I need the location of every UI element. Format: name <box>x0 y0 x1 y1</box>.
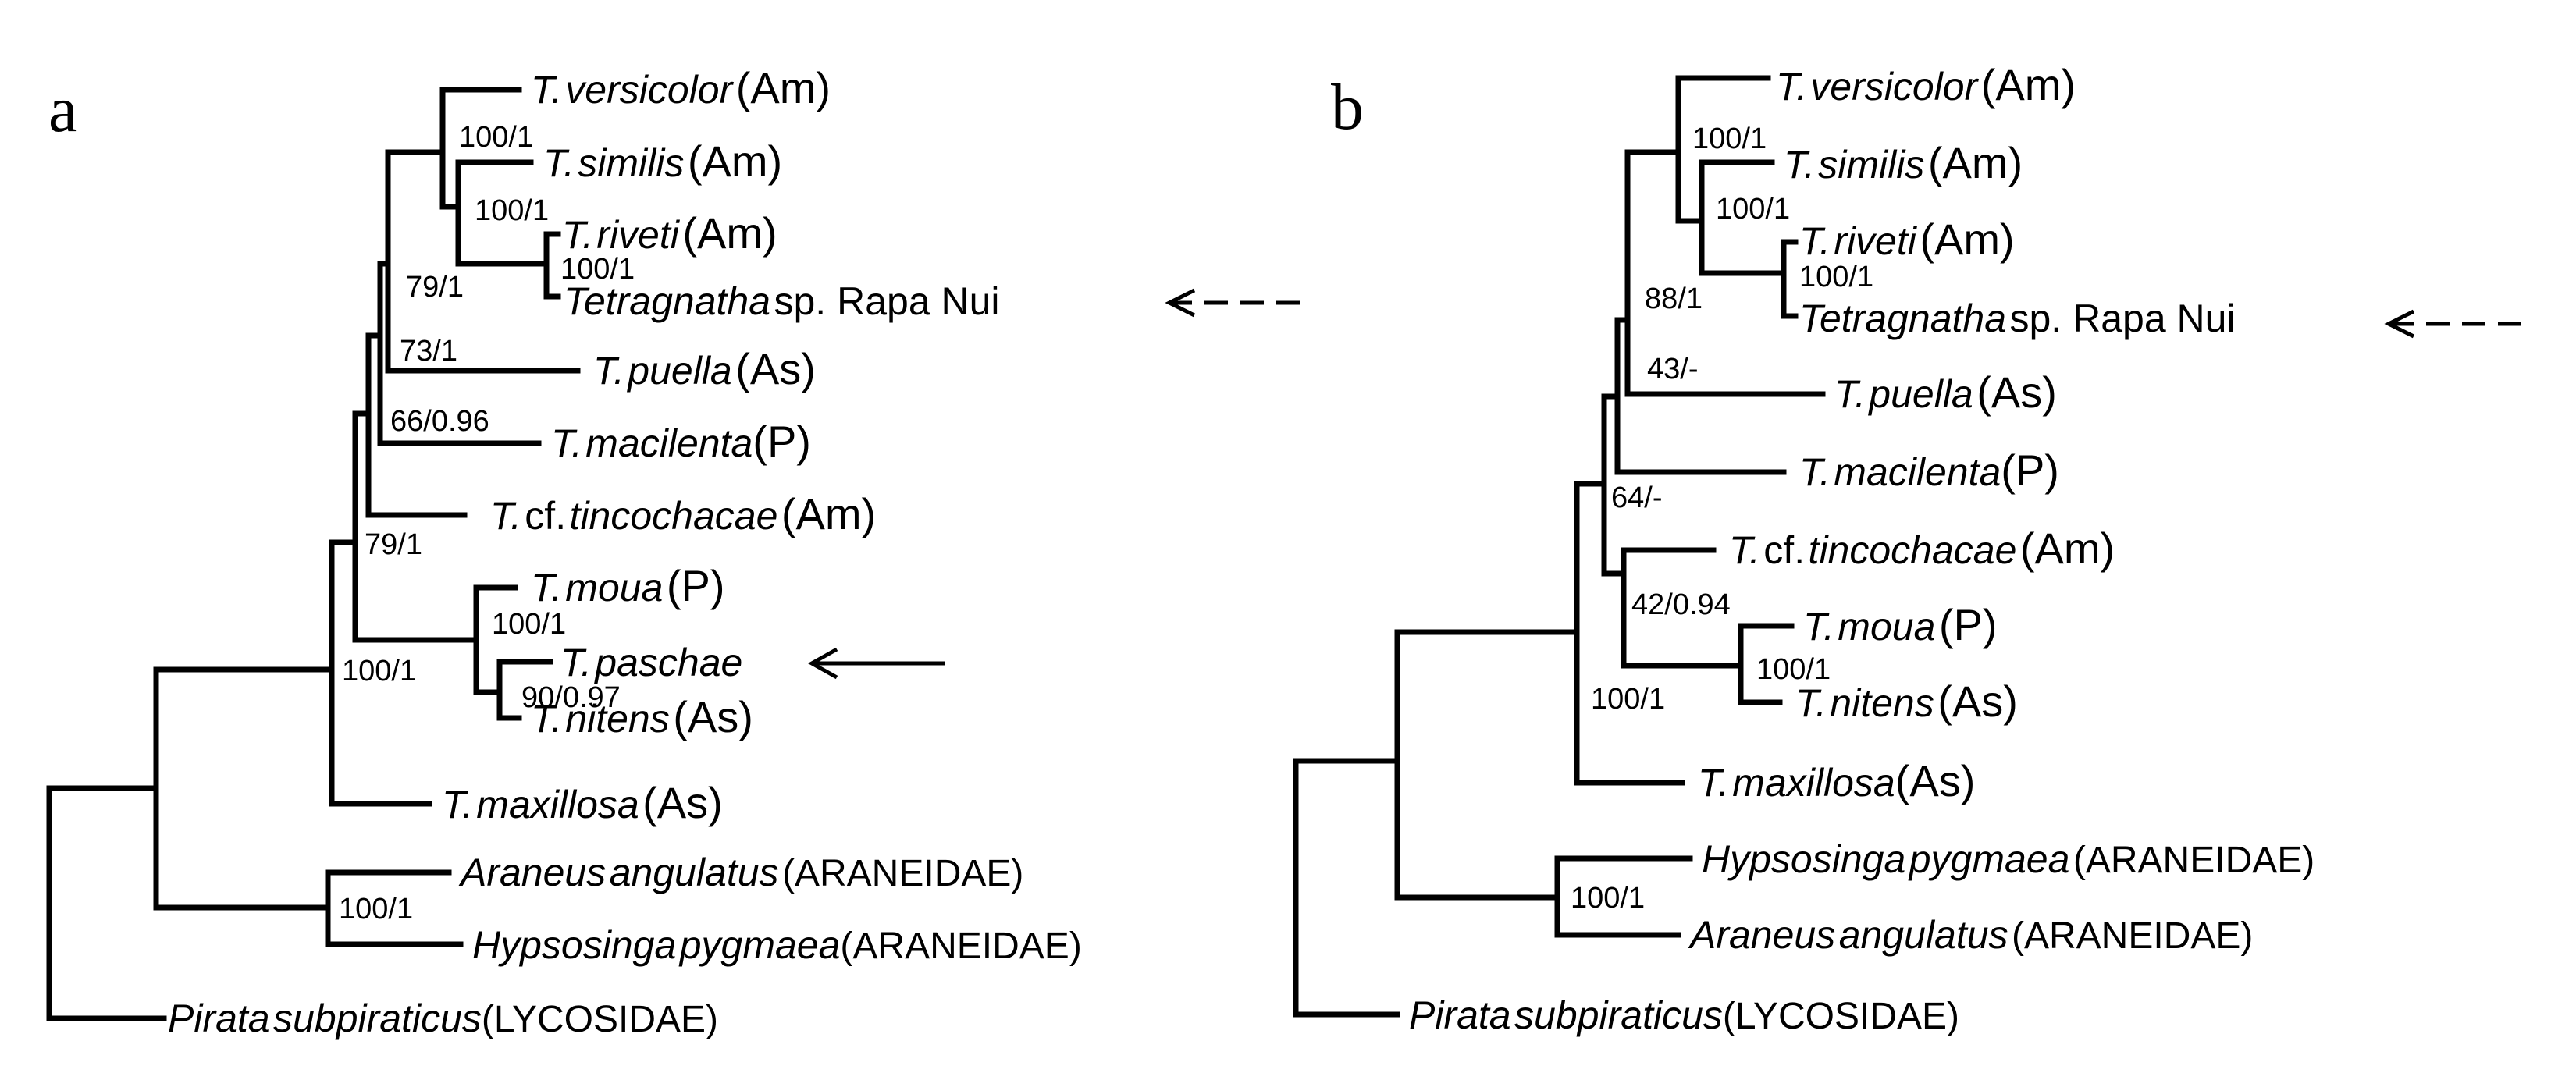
support-value: 88/1 <box>1645 282 1703 315</box>
support-value: 100/1 <box>492 608 566 641</box>
branch <box>1738 623 1795 705</box>
tip-label: Tetragnatha sp. Rapa Nui <box>1799 297 2236 340</box>
tip-label: Hypsosinga pygmaea(ARANEIDAE) <box>472 923 1082 967</box>
support-value: 73/1 <box>400 335 457 368</box>
branch <box>1574 481 1685 786</box>
panel-b-support-values: 100/1 100/1 100/1 88/1 43/- 64/- 42/0.94… <box>1571 123 1873 915</box>
tip-label: Tetragnatha sp. Rapa Nui <box>564 279 1000 323</box>
support-value: 100/1 <box>1716 193 1790 226</box>
branch <box>46 785 167 1021</box>
support-value: 43/- <box>1647 353 1698 385</box>
tip-label: T. riveti (Am) <box>1799 215 2015 264</box>
tip-label: T. riveti (Am) <box>562 208 777 258</box>
branch <box>473 584 518 695</box>
branch <box>1554 855 1693 938</box>
tip-label: T. macilenta(P) <box>551 417 811 466</box>
support-value: 64/- <box>1611 481 1662 514</box>
tip-label: T. cf. tincochacae (Am) <box>1729 524 2115 573</box>
tip-label: T. maxillosa(As) <box>1698 756 1975 805</box>
branch <box>1293 758 1400 1018</box>
branch <box>543 231 561 300</box>
tip-label: T. nitens (As) <box>531 692 753 741</box>
dashed-arrow-icon <box>1165 288 1300 318</box>
branch <box>352 410 479 643</box>
branch <box>1699 159 1787 276</box>
branch <box>153 666 335 911</box>
tip-label: T. macilenta(P) <box>1799 446 2059 495</box>
panel-b-label: b <box>1331 71 1364 144</box>
tip-label: T. versicolor (Am) <box>1776 60 2076 109</box>
tip-label: Pirata subpiraticus(LYCOSIDAE) <box>168 997 718 1040</box>
branch <box>325 869 464 947</box>
tip-label: T. paschae <box>560 641 742 684</box>
panel-a: a 100/1 100/1 100/1 79/1 73/1 <box>46 63 1300 1040</box>
support-value: 100/1 <box>1756 653 1831 686</box>
tip-label: T. cf. tincochacae (Am) <box>490 489 876 538</box>
panel-b: b 100/1 100/1 100/1 88/1 43/- 64/- 42/0.… <box>1293 60 2521 1037</box>
panel-a-tip-labels: T. versicolor (Am) T. similis (Am) T. ri… <box>168 63 1082 1040</box>
branch <box>329 539 432 807</box>
tip-label: Araneus angulatus (ARANEIDAE) <box>1688 913 2253 957</box>
panel-b-tip-labels: T. versicolor (Am) T. similis (Am) T. ri… <box>1409 60 2314 1037</box>
support-value: 100/1 <box>1799 261 1873 293</box>
branch <box>1675 75 1771 224</box>
support-value: 79/1 <box>406 271 464 304</box>
support-value: 100/1 <box>1692 123 1767 155</box>
panel-a-branches <box>46 87 581 1021</box>
support-value: 100/1 <box>342 655 416 688</box>
branch <box>1781 239 1799 319</box>
support-value: 100/1 <box>459 121 533 154</box>
tip-label: T. similis (Am) <box>543 137 782 186</box>
tip-label: Pirata subpiraticus(LYCOSIDAE) <box>1409 993 1959 1037</box>
support-value: 90/0.97 <box>521 681 621 714</box>
tip-label: T. similis (Am) <box>1784 138 2023 187</box>
tip-label: Hypsosinga pygmaea (ARANEIDAE) <box>1702 837 2314 881</box>
dashed-arrow-icon <box>2384 309 2521 339</box>
branch <box>1621 547 1744 669</box>
panel-a-label: a <box>48 73 77 146</box>
tip-label: T. puella (As) <box>1834 368 2057 417</box>
tip-label: Araneus angulatus (ARANEIDAE) <box>458 851 1023 894</box>
support-value: 100/1 <box>1571 882 1645 915</box>
tip-label: T. versicolor (Am) <box>531 63 831 112</box>
support-value: 66/0.96 <box>390 405 489 438</box>
support-value: 79/1 <box>365 528 422 561</box>
support-value: 42/0.94 <box>1631 588 1731 621</box>
panel-a-support-values: 100/1 100/1 100/1 79/1 73/1 66/0.96 79/1… <box>339 121 635 926</box>
tip-label: T. moua (P) <box>1803 600 1997 649</box>
support-value: 100/1 <box>339 893 413 926</box>
branch <box>1394 629 1580 901</box>
tip-label: T. maxillosa (As) <box>442 778 723 827</box>
support-value: 100/1 <box>560 253 635 286</box>
branch <box>1624 149 1826 397</box>
branch <box>496 659 553 721</box>
support-value: 100/1 <box>1591 683 1665 716</box>
panel-b-branches <box>1293 75 1826 1018</box>
branch <box>385 149 581 374</box>
tip-label: T. puella (As) <box>593 344 816 393</box>
tip-label: T. moua (P) <box>531 561 724 610</box>
tip-label: T. nitens (As) <box>1795 677 2018 726</box>
support-value: 100/1 <box>475 194 549 227</box>
solid-arrow-icon <box>807 647 945 680</box>
branch <box>455 159 550 267</box>
